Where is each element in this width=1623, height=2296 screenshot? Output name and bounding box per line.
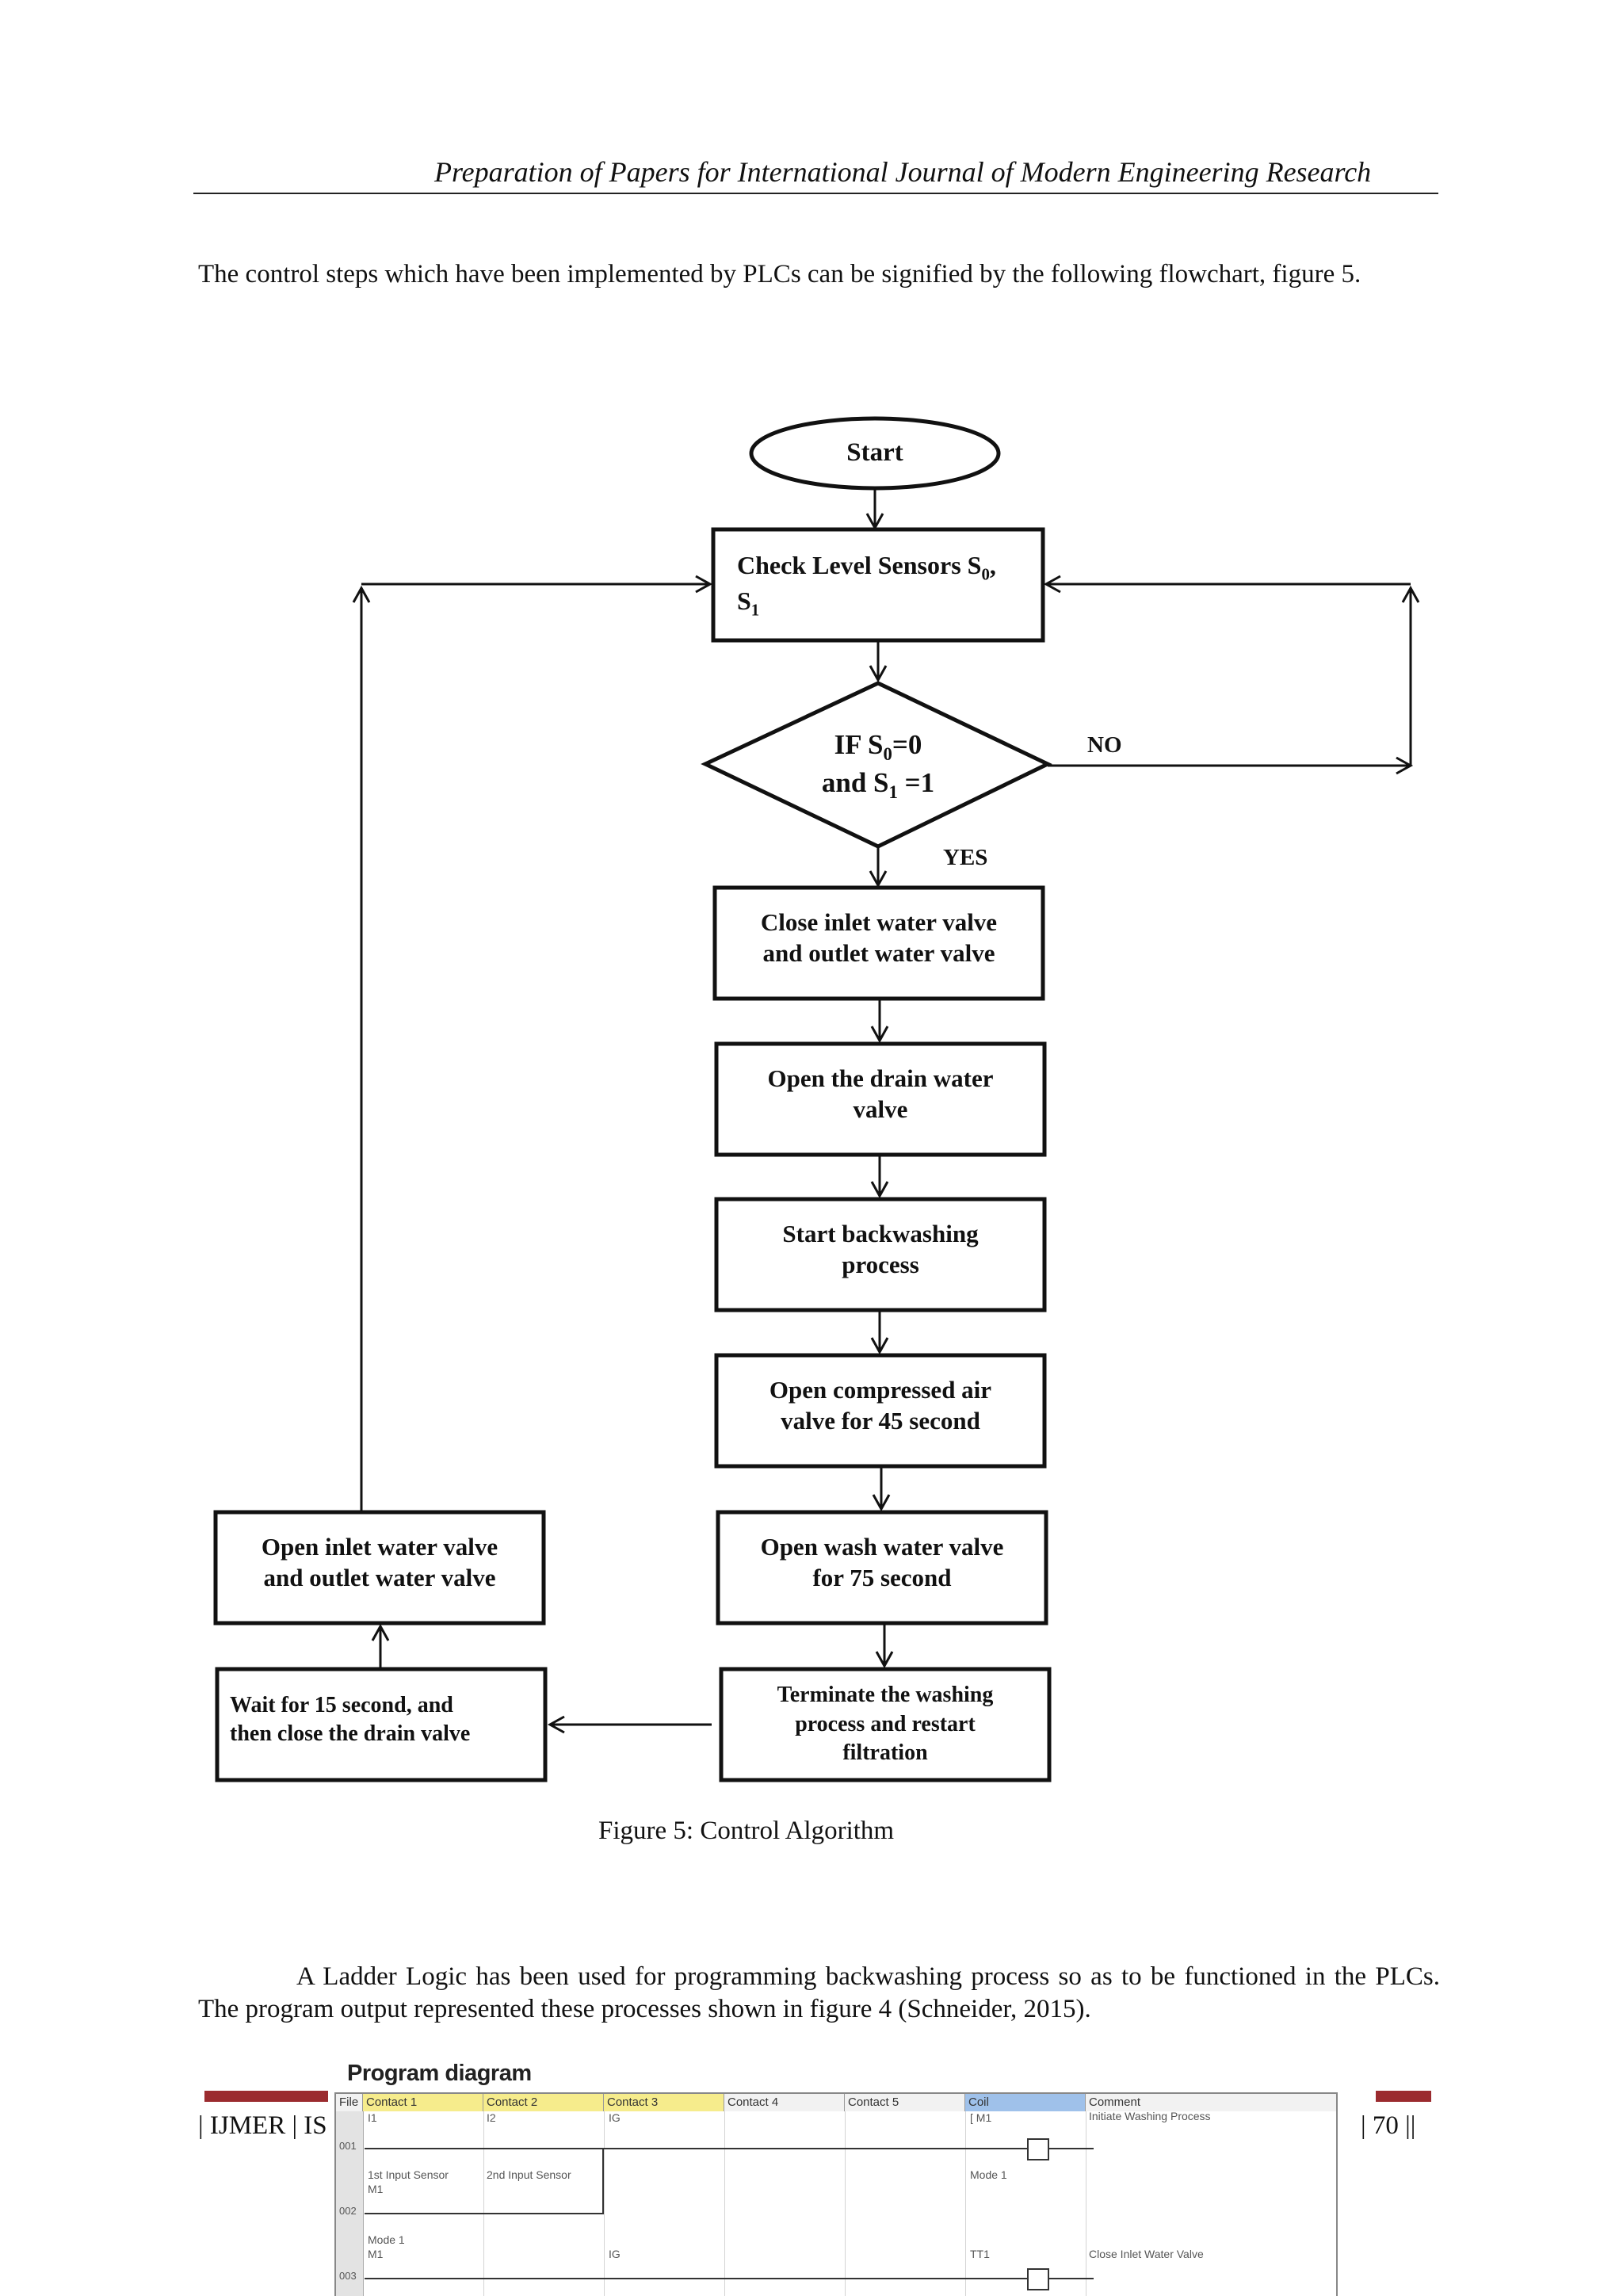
- running-header: Preparation of Papers for International …: [434, 156, 1372, 188]
- row-gutter: [336, 2111, 364, 2296]
- coil-symbol-003: [1027, 2268, 1049, 2290]
- row1-contact2: I2: [487, 2111, 496, 2124]
- intro-paragraph: The control steps which have been implem…: [198, 260, 1361, 288]
- row1-sensor1-label: 1st Input Sensor: [368, 2168, 449, 2181]
- rung-002: [365, 2213, 604, 2214]
- coil-symbol-001: [1027, 2138, 1049, 2160]
- row1-comment: Initiate Washing Process: [1089, 2110, 1211, 2122]
- start-label: Start: [846, 438, 903, 468]
- no-label: NO: [1087, 732, 1122, 758]
- row1-coil-label: Mode 1: [970, 2168, 1007, 2181]
- footer-bar-right: [1376, 2091, 1431, 2102]
- open-drain-box: [714, 1041, 1047, 1157]
- col-comment: Comment: [1086, 2094, 1336, 2111]
- footer-journal: | IJMER | IS: [198, 2111, 327, 2140]
- open-inlet-box: [213, 1510, 546, 1626]
- ladder-grid: File Contact 1 Contact 2 Contact 3 Conta…: [334, 2092, 1338, 2296]
- rung-003: [365, 2278, 1094, 2279]
- row2-contact1-label: Mode 1: [368, 2233, 405, 2246]
- wait-box: [215, 1667, 548, 1782]
- ladder-logic-paragraph: A Ladder Logic has been used for program…: [198, 1961, 1440, 2026]
- col-contact-5: Contact 5: [845, 2094, 965, 2111]
- rung-001: [365, 2148, 1094, 2149]
- program-diagram-figure: Program diagram File Contact 1 Contact 2…: [328, 2061, 1366, 2296]
- terminate-box: [719, 1667, 1052, 1782]
- row1-sensor2-label: 2nd Input Sensor: [487, 2168, 571, 2181]
- row3-comment: Close Inlet Water Valve: [1089, 2248, 1204, 2260]
- row-number-002: 002: [339, 2205, 357, 2217]
- footer-page-number: | 70 ||: [1361, 2111, 1416, 2140]
- col-contact-1: Contact 1: [363, 2094, 483, 2111]
- ladder-logic-text: A Ladder Logic has been used for program…: [198, 1962, 1440, 2023]
- row3-contact3: IG: [609, 2248, 621, 2260]
- row2-contact1: M1: [368, 2183, 384, 2195]
- col-contact-3: Contact 3: [604, 2094, 724, 2111]
- row1-contact3: IG: [609, 2111, 621, 2124]
- open-air-box: [714, 1353, 1047, 1469]
- col-contact-4: Contact 4: [724, 2094, 845, 2111]
- row1-coil: [ M1: [970, 2111, 992, 2124]
- row-number-001: 001: [339, 2140, 357, 2152]
- yes-label: YES: [943, 845, 988, 870]
- header-rule: [193, 193, 1438, 194]
- row-number-003: 003: [339, 2270, 357, 2282]
- check-sensors-label: Check Level Sensors S0,S1: [737, 550, 996, 620]
- figure-caption: Figure 5: Control Algorithm: [598, 1817, 895, 1845]
- row3-contact1: M1: [368, 2248, 384, 2260]
- flowchart: [213, 416, 1420, 1782]
- program-diagram-title: Program diagram: [347, 2061, 532, 2086]
- row1-contact1: I1: [368, 2111, 377, 2124]
- row3-coil: TT1: [970, 2248, 990, 2260]
- col-file: File: [336, 2094, 363, 2111]
- start-backwash-box: [714, 1197, 1047, 1312]
- close-valves-box: [712, 885, 1045, 1001]
- footer-bar-left: [204, 2091, 328, 2102]
- col-contact-2: Contact 2: [483, 2094, 604, 2111]
- col-coil: Coil: [965, 2094, 1086, 2111]
- open-wash-box: [716, 1510, 1048, 1626]
